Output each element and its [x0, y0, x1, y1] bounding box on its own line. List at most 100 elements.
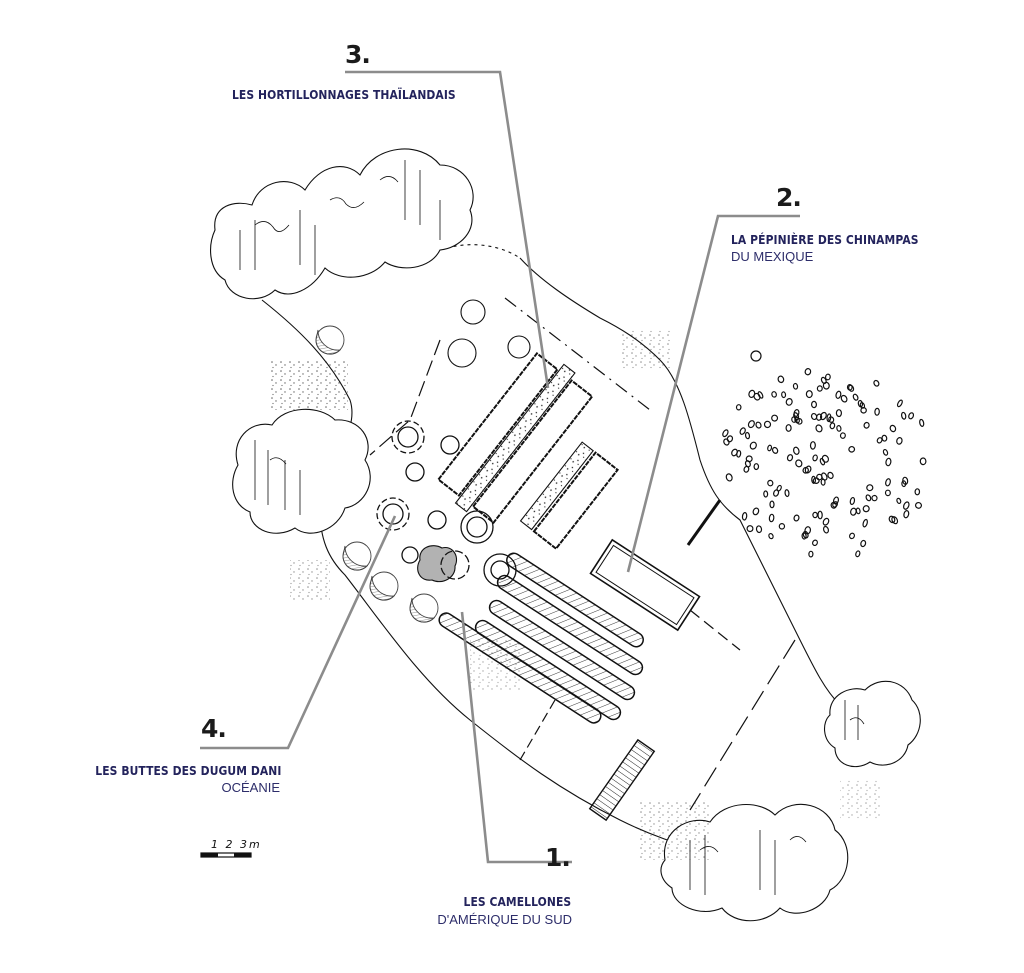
shrub [417, 545, 458, 583]
tree-canopy-top [210, 148, 474, 300]
leader-line-1 [460, 611, 572, 864]
plant-marker [811, 475, 817, 484]
label-4-subtitle: OCÉANIE [221, 780, 280, 795]
plant-marker [822, 517, 830, 526]
scattered-plantings [722, 350, 927, 558]
plant-marker [860, 539, 867, 548]
plant-marker [849, 496, 856, 506]
plant-marker [785, 398, 793, 406]
plant-marker [835, 409, 843, 418]
plant-marker [810, 400, 818, 409]
label-2-number: 2. [776, 183, 802, 212]
plant-marker [767, 444, 773, 452]
scale-bar [200, 852, 252, 858]
plant-marker [763, 490, 769, 498]
plant-marker [819, 411, 827, 421]
plant-marker [781, 391, 787, 399]
plant-marker [896, 437, 903, 445]
scale-bar-label: 1 2 3m [211, 838, 262, 851]
small-tree [507, 335, 531, 359]
plant-marker [832, 501, 838, 508]
hortillonnages-beds [437, 352, 620, 551]
plant-marker [736, 449, 742, 458]
plant-marker [855, 550, 861, 558]
plant-marker [805, 390, 813, 399]
plant-marker [796, 417, 803, 425]
plant-marker [767, 479, 774, 487]
plant-marker [873, 379, 880, 387]
plant-marker [849, 532, 855, 540]
plant-marker [884, 489, 891, 497]
tree-canopy-left [232, 408, 371, 534]
plant-marker [852, 393, 859, 401]
plant-marker [863, 421, 870, 429]
plant-marker [773, 489, 780, 497]
plant-marker [859, 402, 866, 409]
chinampas-nursery [589, 538, 701, 632]
plant-marker [816, 473, 823, 481]
plant-marker [804, 526, 812, 535]
label-1-title: LES CAMELLONES [463, 894, 571, 909]
plant-marker [739, 427, 746, 435]
plant-marker [830, 501, 837, 509]
plant-marker [871, 494, 878, 502]
plant-marker [809, 441, 816, 450]
plant-marker [808, 550, 814, 558]
plant-marker [903, 510, 910, 519]
plant-marker [896, 497, 902, 505]
plant-marker [866, 484, 874, 492]
plant-marker [769, 500, 775, 509]
plant-marker [778, 522, 786, 530]
plant-marker [750, 350, 762, 362]
plant-marker [812, 511, 818, 519]
plant-marker [791, 416, 797, 423]
plant-marker [771, 446, 779, 454]
label-4-number: 4. [201, 714, 227, 743]
plant-marker [839, 432, 846, 439]
plant-marker [725, 473, 733, 482]
plant-marker [776, 484, 782, 492]
dashed-pathway [369, 297, 796, 811]
plant-marker [802, 466, 809, 474]
label-2-title: LA PÉPINIÈRE DES CHINAMPAS [731, 232, 919, 247]
plant-marker [744, 460, 751, 468]
plant-marker [755, 525, 763, 534]
plant-marker [840, 394, 848, 403]
plant-marker [726, 435, 734, 443]
plant-marker [848, 445, 856, 453]
label-3-number: 3. [345, 40, 371, 69]
plant-marker [802, 530, 809, 539]
plant-marker [746, 525, 754, 533]
small-tree [447, 338, 477, 368]
plant-marker [885, 478, 891, 487]
plant-marker [862, 505, 870, 513]
plant-marker [768, 513, 775, 523]
plant-marker [915, 501, 922, 509]
small-tree [460, 299, 486, 325]
plant-marker [824, 373, 831, 381]
label-1-subtitle: D'AMÉRIQUE DU SUD [437, 912, 572, 927]
plant-marker [763, 420, 772, 429]
plant-marker [812, 454, 818, 462]
plant-marker [747, 420, 755, 429]
plant-marker [741, 512, 748, 521]
plant-marker [757, 391, 764, 399]
plant-marker [749, 441, 757, 450]
plant-marker [881, 434, 888, 442]
leader-line-4 [200, 515, 397, 750]
plant-marker [753, 463, 760, 471]
plant-marker [815, 413, 823, 421]
plant-marker [744, 431, 751, 440]
plant-marker [876, 437, 883, 444]
plant-marker [896, 399, 903, 408]
plant-marker [903, 501, 910, 510]
plant-marker [919, 457, 927, 466]
plant-marker [771, 414, 779, 422]
plant-marker [901, 411, 907, 420]
plant-marker [919, 418, 925, 427]
label-2-subtitle: DU MEXIQUE [731, 249, 814, 264]
stair-element [588, 738, 656, 822]
plant-marker [829, 422, 836, 430]
plant-marker [902, 476, 909, 485]
